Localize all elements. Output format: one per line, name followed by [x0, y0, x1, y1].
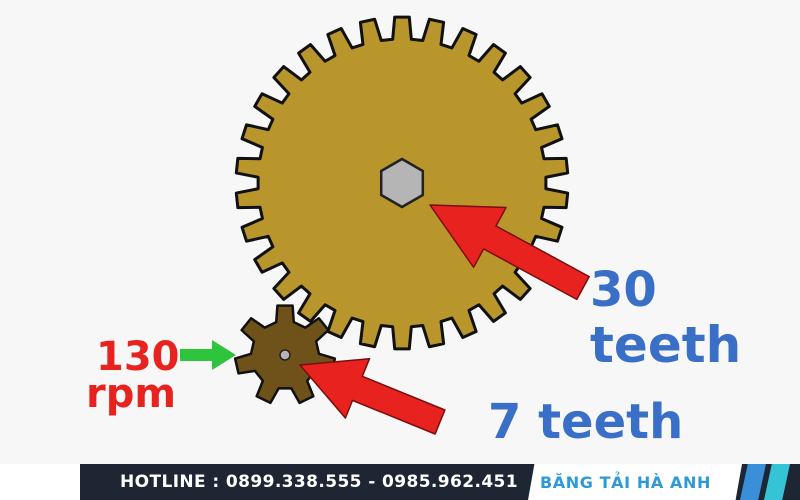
accent-stripe [740, 464, 766, 500]
hex-hub [379, 157, 425, 209]
red-arrow-small-gear [299, 357, 446, 435]
small-gear-teeth-label: 7 teeth [488, 394, 684, 450]
large-gear-teeth-word: teeth [590, 316, 742, 374]
input-speed-value: 130 [96, 334, 180, 380]
small-gear-axle [279, 349, 291, 361]
hotline-banner: HOTLINE : 0899.338.555 - 0985.962.451 BĂ… [0, 464, 800, 500]
red-arrow-large-gear [429, 204, 590, 301]
accent-stripe [764, 464, 790, 500]
brand-name: BĂNG TẢI HÀ ANH [540, 473, 711, 492]
input-speed-unit: rpm [86, 371, 177, 417]
large-gear-teeth-number: 30 [590, 262, 657, 318]
green-arrow-input [180, 340, 236, 370]
brand-box: BĂNG TẢI HÀ ANH [528, 464, 742, 500]
hotline-text: HOTLINE : 0899.338.555 - 0985.962.451 [120, 472, 519, 492]
